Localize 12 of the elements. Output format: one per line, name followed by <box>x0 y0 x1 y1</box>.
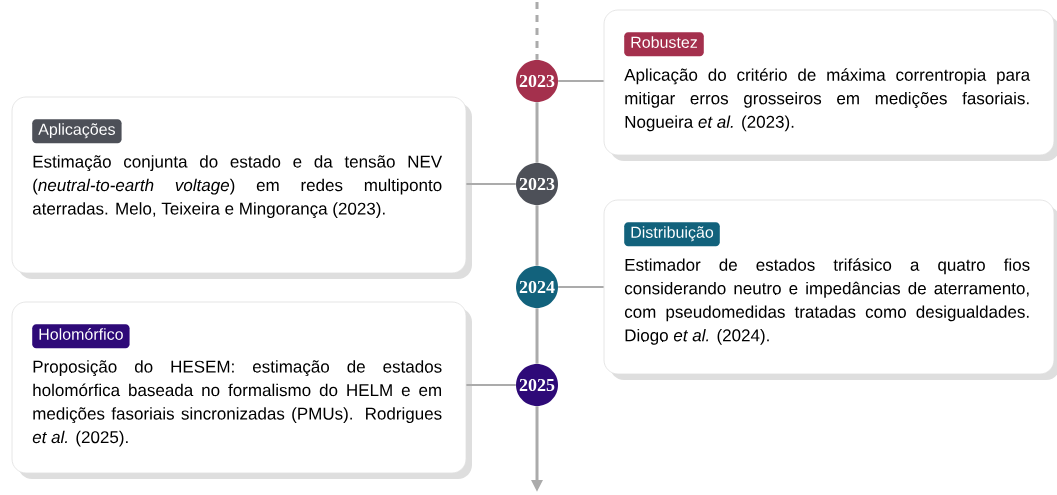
connector-line <box>535 2 539 60</box>
event-card: Distribuição Estimador de estados trifásico a quatro fios considerando neutro e impedâncias de aterramento, com pseudomedidas tratadas como desigualdades. Diogo et al. (2024). <box>603 199 1057 380</box>
connector-line <box>535 205 539 266</box>
connector-line <box>535 308 539 364</box>
event-card: Holomórfico Proposição do HESEM: estimação de estados holomórfica baseada no formalismo do HELM e em medições fasoriais sincronizadas (PMUs). Rodrigues et al. (2025). <box>11 301 472 479</box>
connector-line <box>466 383 516 387</box>
connector-line <box>535 102 539 163</box>
connector-line <box>558 285 604 289</box>
connector-line <box>558 79 604 83</box>
connector-line <box>466 182 516 186</box>
event-card: Robustez Aplicação do critério de máxima correntropia para mitigar erros grosseiros em medições fasoriais. Nogueira et al. (2023). <box>603 9 1057 161</box>
event-card: Aplicações Estimação conjunta do estado e da tensão NEV (neutral-to-earth voltage) em redes multiponto aterradas. Melo, Teixeira e Mingorança (2023). <box>11 96 472 279</box>
